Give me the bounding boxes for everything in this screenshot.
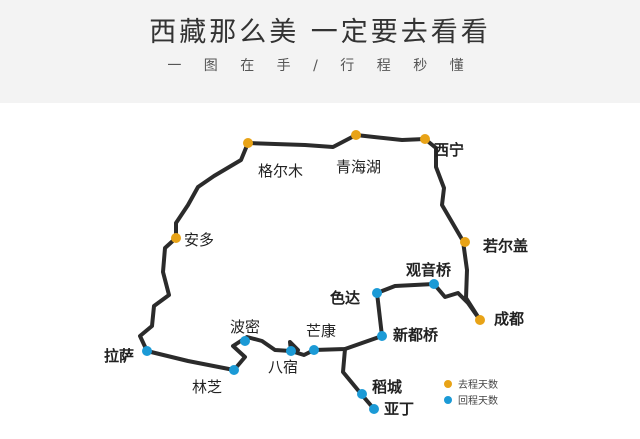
marker-guanyinqiao (429, 279, 439, 289)
label-daocheng: 稻城 (372, 378, 402, 396)
page-subtitle: 一 图 在 手 / 行 程 秒 懂 (167, 58, 473, 74)
marker-anduo (171, 233, 181, 243)
label-mangkang: 芒康 (306, 322, 336, 340)
route-daocheng-branch (341, 347, 376, 411)
legend-outbound-marker (444, 380, 452, 388)
label-qinghaihu: 青海湖 (336, 158, 381, 176)
legend-return-label: 回程天数 (458, 394, 498, 407)
label-lasa: 拉萨 (104, 347, 134, 365)
marker-lasa (142, 346, 152, 356)
label-seda: 色达 (330, 289, 360, 307)
label-anduo: 安多 (184, 231, 214, 249)
label-guanyinqiao: 观音桥 (406, 261, 452, 279)
marker-geermu (243, 138, 253, 148)
marker-xining (420, 134, 430, 144)
label-xinduqiao: 新都桥 (393, 326, 439, 344)
label-chengdu: 成都 (494, 310, 524, 328)
label-linzhi: 林芝 (192, 378, 222, 396)
marker-daocheng (357, 389, 367, 399)
label-ruoergai: 若尔盖 (482, 237, 528, 255)
legend: 去程天数 回程天数 (444, 378, 498, 407)
marker-yading (369, 404, 379, 414)
label-xining: 西宁 (434, 141, 464, 159)
label-bomi: 波密 (230, 318, 260, 336)
legend-return-marker (444, 396, 452, 404)
label-yading: 亚丁 (384, 400, 414, 418)
marker-seda (372, 288, 382, 298)
legend-outbound-label: 去程天数 (458, 378, 498, 391)
marker-xinduqiao (377, 331, 387, 341)
marker-basu (286, 346, 296, 356)
header-banner: 西藏那么美 一定要去看看 一 图 在 手 / 行 程 秒 懂 (0, 0, 640, 103)
marker-bomi (240, 336, 250, 346)
label-basu: 八宿 (268, 358, 298, 376)
marker-chengdu (475, 315, 485, 325)
marker-ruoergai (460, 237, 470, 247)
marker-mangkang (309, 345, 319, 355)
marker-linzhi (229, 365, 239, 375)
page-title: 西藏那么美 一定要去看看 (149, 17, 491, 48)
marker-qinghaihu (351, 130, 361, 140)
label-geermu: 格尔木 (258, 162, 303, 180)
